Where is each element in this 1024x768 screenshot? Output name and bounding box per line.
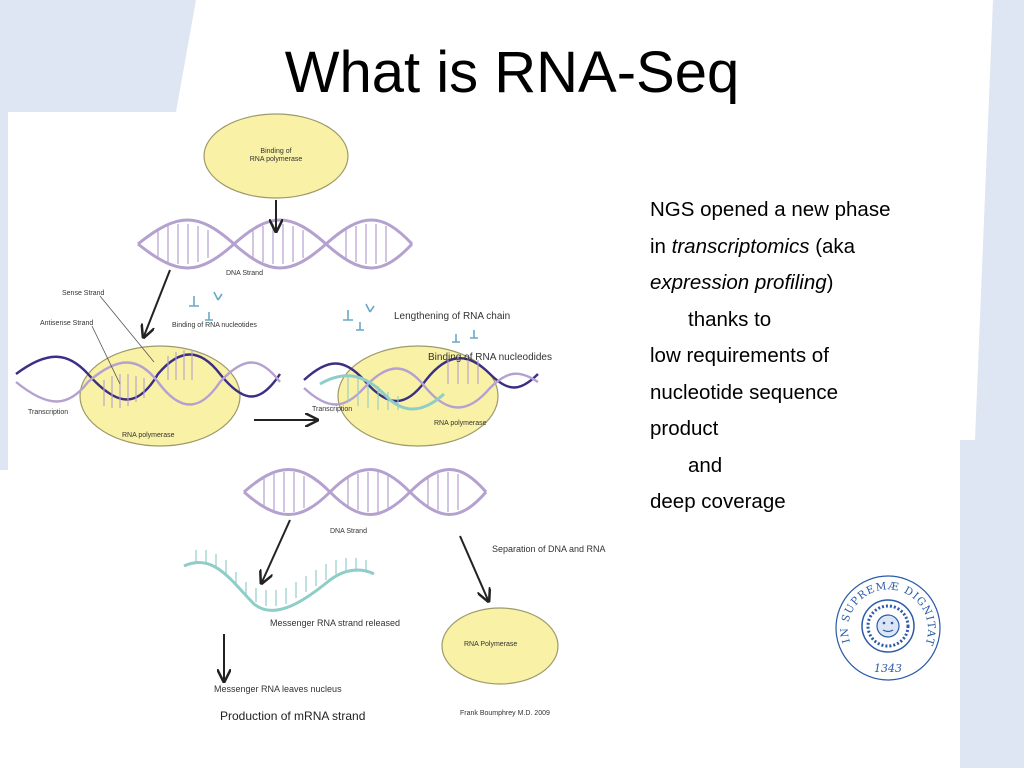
label-sense-strand: Sense Strand bbox=[62, 290, 105, 297]
body-line-4: thanks to bbox=[688, 307, 772, 331]
svg-text:1343: 1343 bbox=[874, 662, 902, 675]
dna-helix-left bbox=[15, 353, 281, 406]
slide-title: What is RNA-Seq bbox=[284, 40, 740, 105]
slide-body-text: NGS opened a new phase in transcriptomic… bbox=[650, 192, 990, 521]
body-line-5: low requirements of bbox=[650, 344, 829, 367]
label-transcription-right: Transcription bbox=[312, 406, 353, 413]
label-binding-polymerase: Binding of RNA polymerase bbox=[249, 148, 303, 164]
body-line-3: expression profiling) bbox=[650, 265, 990, 302]
label-rna-polymerase-left: RNA polymerase bbox=[122, 432, 175, 439]
label-binding-rna-nucleotides: Binding of RNA nucleotides bbox=[172, 322, 257, 329]
label-production: Production of mRNA strand bbox=[220, 709, 366, 723]
label-separation: Separation of DNA and RNA bbox=[492, 544, 606, 554]
label-dna-strand-bottom: DNA Strand bbox=[330, 528, 367, 535]
label-rna-polymerase-bottom: RNA Polymerase bbox=[464, 641, 518, 648]
label-binding-rna-nucleodides: Binding of RNA nucleodides bbox=[428, 352, 552, 363]
body-line-6: nucleotide sequence bbox=[650, 380, 839, 404]
term-transcriptomics: transcriptomics bbox=[671, 234, 810, 258]
label-credit: Frank Boumphrey M.D. 2009 bbox=[460, 710, 550, 717]
label-dna-strand-top: DNA Strand bbox=[226, 270, 263, 277]
body-line-3-end: ) bbox=[826, 271, 834, 294]
label-rna-polymerase-right: RNA polymerase bbox=[434, 420, 487, 427]
dna-helix-bottom bbox=[243, 468, 488, 516]
body-line-2: in transcriptomics (aka bbox=[650, 229, 990, 266]
body-line-9: deep coverage bbox=[650, 490, 786, 513]
body-line-7: product bbox=[650, 417, 719, 440]
label-transcription-left: Transcription bbox=[28, 409, 69, 416]
polymerase-ellipse-bottom bbox=[441, 607, 559, 685]
diagram-graphics bbox=[15, 113, 559, 685]
transcription-diagram: Binding of RNA polymerase DNA Strand Sen… bbox=[8, 112, 606, 732]
label-antisense-strand: Antisense Strand bbox=[40, 320, 94, 327]
label-mrna-leaves: Messenger RNA leaves nucleus bbox=[214, 684, 342, 694]
arrow-diag-bottom-left bbox=[262, 519, 291, 582]
polymerase-ellipse-left bbox=[79, 345, 241, 447]
mrna-strand-released bbox=[183, 560, 375, 612]
arrow-diag-left bbox=[144, 269, 171, 336]
arrow-diag-bottom-right bbox=[459, 535, 488, 600]
free-nucleotides bbox=[189, 291, 478, 343]
label-lengthening: Lengthening of RNA chain bbox=[394, 311, 511, 322]
body-line-8: and bbox=[688, 453, 723, 477]
polymerase-ellipse-top bbox=[203, 113, 349, 199]
body-line-2-end: (aka bbox=[809, 234, 856, 258]
body-line-1: NGS opened a new phase bbox=[650, 198, 891, 221]
body-line-2-start: in bbox=[650, 234, 672, 258]
university-seal-logo: IN SUPREMÆ DIGNITATIS 1343 bbox=[832, 572, 941, 681]
term-expression-profiling: expression profiling bbox=[650, 271, 827, 294]
label-mrna-released: Messenger RNA strand released bbox=[270, 618, 401, 628]
